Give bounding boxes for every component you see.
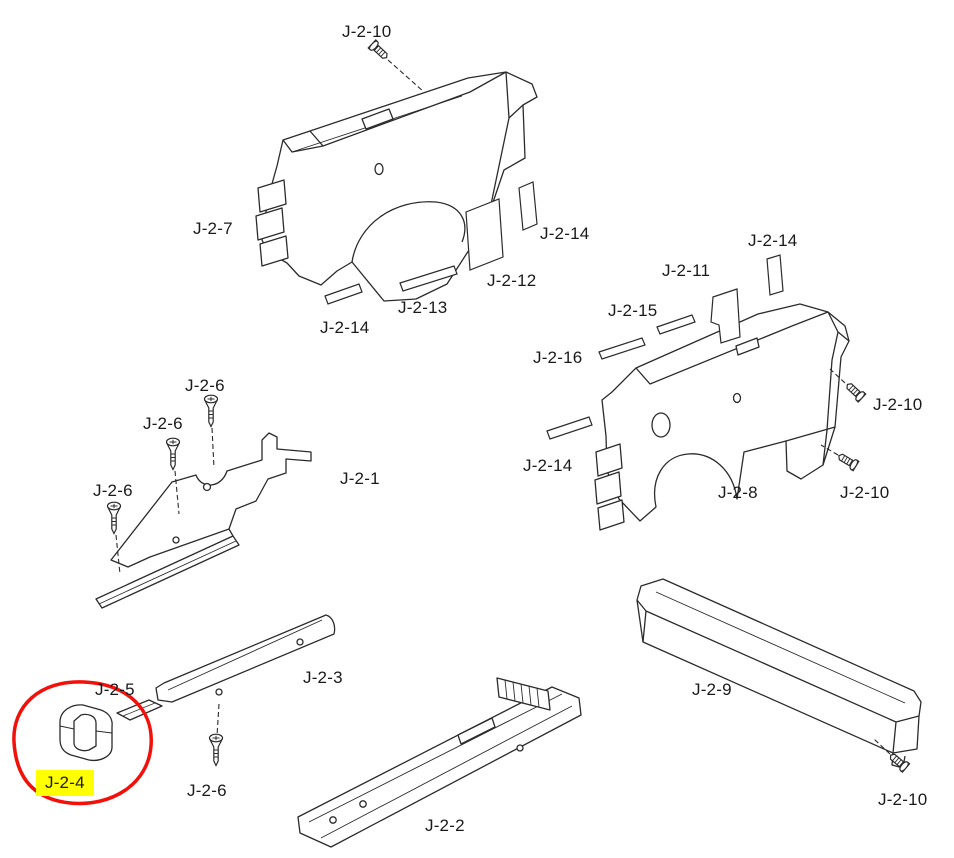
- part-drawing-j-2-9: [636, 578, 922, 769]
- screw-j-2-6-2: [165, 437, 181, 471]
- screw-j-2-10-top: [367, 39, 391, 63]
- part-drawing-j-2-14-c: [766, 254, 784, 296]
- part-drawing-j-2-14-a: [518, 181, 538, 231]
- part-drawing-j-2-15: [656, 314, 696, 335]
- part-label-j-2-9: J-2-9: [692, 680, 732, 699]
- part-label-j-2-6-3: J-2-6: [93, 481, 133, 500]
- part-label-j-2-6-2: J-2-6: [143, 414, 183, 433]
- part-label-j-2-16: J-2-16: [533, 348, 583, 367]
- part-label-j-2-6-4: J-2-6: [187, 781, 227, 800]
- part-label-j-2-10-top: J-2-10: [342, 22, 392, 41]
- part-label-j-2-14-c: J-2-14: [748, 231, 798, 250]
- part-label-j-2-11: J-2-11: [662, 261, 711, 280]
- leader-lines: [115, 59, 891, 755]
- part-label-j-2-12: J-2-12: [487, 271, 537, 290]
- part-drawing-j-2-3: [155, 614, 336, 703]
- part-label-j-2-1: J-2-1: [340, 469, 380, 488]
- part-drawing-j-2-11: [710, 288, 741, 344]
- part-label-j-2-14-b: J-2-14: [320, 318, 370, 337]
- screw-j-2-10-bottom-right: [886, 750, 911, 773]
- screw-j-2-6-1: [203, 394, 219, 428]
- screw-j-2-6-3: [106, 501, 122, 535]
- screw-j-2-10-right-upper: [843, 379, 867, 403]
- part-drawing-j-2-8: [594, 303, 850, 531]
- part-label-j-2-2: J-2-2: [425, 816, 465, 835]
- part-drawing-j-2-12: [465, 198, 504, 271]
- part-drawing-j-2-13: [399, 265, 458, 292]
- part-label-j-2-10-bottom-right: J-2-10: [878, 790, 928, 809]
- part-drawing-j-2-14-b: [324, 283, 363, 305]
- part-drawing-j-2-2: [297, 677, 582, 848]
- part-label-j-2-14-a: J-2-14: [540, 224, 590, 243]
- part-drawing-j-2-16: [598, 337, 646, 360]
- part-label-j-2-3: J-2-3: [303, 668, 343, 687]
- screw-j-2-10-right-lower: [835, 450, 860, 472]
- part-label-j-2-5: J-2-5: [95, 680, 135, 699]
- part-label-j-2-13: J-2-13: [398, 298, 448, 317]
- part-label-j-2-14-d: J-2-14: [523, 456, 573, 475]
- part-label-j-2-6-1: J-2-6: [185, 376, 225, 395]
- part-label-j-2-4-highlighted: J-2-4: [36, 770, 94, 796]
- part-drawing-j-2-4: [59, 704, 113, 762]
- screw-j-2-6-4: [208, 733, 224, 767]
- part-label-j-2-8: J-2-8: [718, 483, 758, 502]
- part-label-j-2-10-right-upper: J-2-10: [873, 395, 923, 414]
- part-drawing-j-2-7: [255, 71, 538, 302]
- part-drawing-j-2-5: [116, 699, 163, 721]
- part-drawing-j-2-14-d: [546, 416, 593, 440]
- part-label-j-2-7: J-2-7: [193, 219, 233, 238]
- part-drawing-j-2-1: [95, 432, 312, 609]
- part-label-j-2-10-right-lower: J-2-10: [840, 483, 890, 502]
- part-label-j-2-15: J-2-15: [608, 301, 658, 320]
